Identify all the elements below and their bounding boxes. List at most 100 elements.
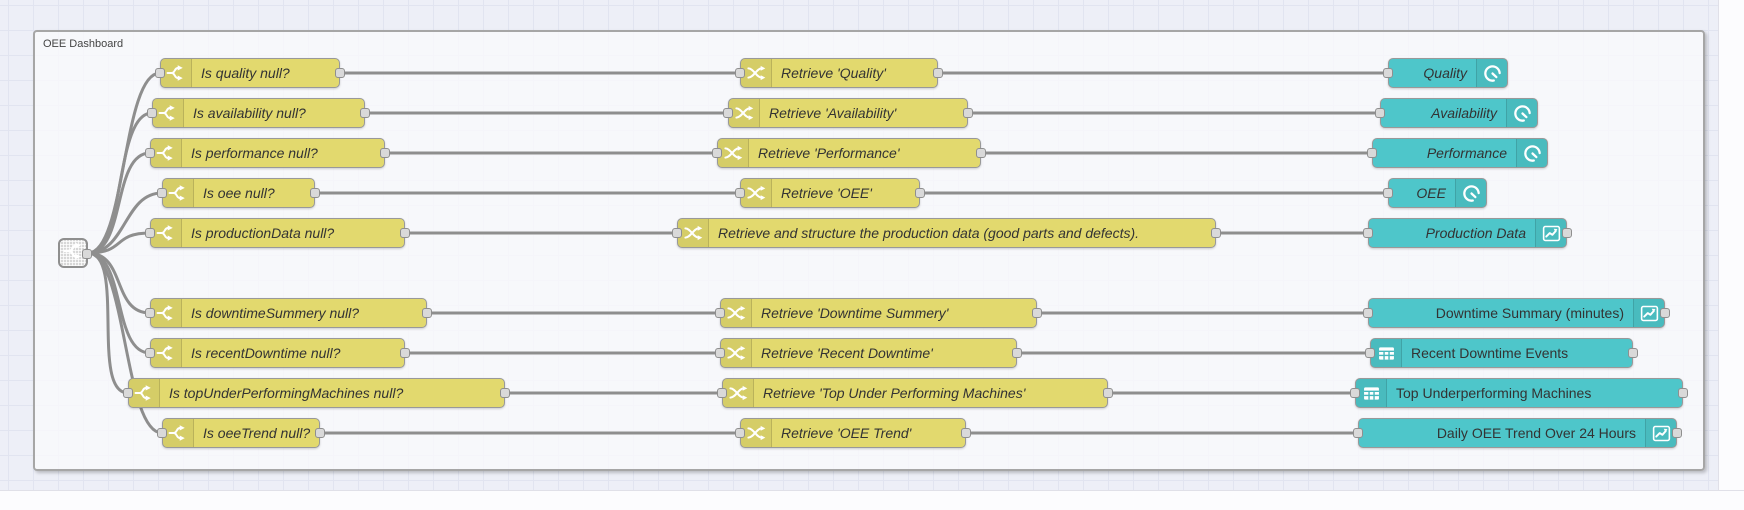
input-port[interactable] bbox=[1350, 388, 1360, 398]
input-port[interactable] bbox=[157, 428, 167, 438]
node-label: Availability bbox=[1431, 105, 1497, 121]
switch-node[interactable]: Is performance null? bbox=[145, 138, 390, 168]
output-port[interactable] bbox=[1672, 428, 1682, 438]
output-port[interactable] bbox=[961, 428, 971, 438]
output-port[interactable] bbox=[360, 108, 370, 118]
output-port[interactable] bbox=[315, 428, 325, 438]
ui-table-node[interactable]: Recent Downtime Events bbox=[1365, 338, 1638, 368]
ui-chart-node[interactable]: Production Data bbox=[1363, 218, 1572, 248]
output-port[interactable] bbox=[1032, 308, 1042, 318]
input-port[interactable] bbox=[712, 148, 722, 158]
node-label: Quality bbox=[1423, 65, 1467, 81]
input-port[interactable] bbox=[735, 188, 745, 198]
split-icon bbox=[61, 239, 85, 268]
node-label: Is performance null? bbox=[191, 145, 318, 161]
shuffle-icon bbox=[723, 379, 754, 407]
input-port[interactable] bbox=[715, 348, 725, 358]
ui-gauge-node[interactable]: OEE bbox=[1383, 178, 1487, 208]
output-port[interactable] bbox=[1628, 348, 1638, 358]
output-port[interactable] bbox=[976, 148, 986, 158]
switch-node[interactable]: Is availability null? bbox=[147, 98, 370, 128]
input-port[interactable] bbox=[715, 308, 725, 318]
switch-node[interactable]: Is downtimeSummery null? bbox=[145, 298, 432, 328]
output-port[interactable] bbox=[400, 228, 410, 238]
input-port[interactable] bbox=[1365, 348, 1375, 358]
change-node[interactable]: Retrieve 'Availability' bbox=[723, 98, 973, 128]
node-label: Is productionData null? bbox=[191, 225, 335, 241]
switch-node[interactable]: Is topUnderPerformingMachines null? bbox=[123, 378, 510, 408]
output-port[interactable] bbox=[963, 108, 973, 118]
shuffle-icon bbox=[741, 59, 772, 87]
output-port[interactable] bbox=[1012, 348, 1022, 358]
junction-node[interactable] bbox=[58, 238, 92, 268]
ui-gauge-node[interactable]: Performance bbox=[1367, 138, 1548, 168]
input-port[interactable] bbox=[147, 108, 157, 118]
input-port[interactable] bbox=[735, 68, 745, 78]
input-port[interactable] bbox=[717, 388, 727, 398]
change-node[interactable]: Retrieve 'OEE Trend' bbox=[735, 418, 971, 448]
change-node[interactable]: Retrieve 'Downtime Summery' bbox=[715, 298, 1042, 328]
output-port[interactable] bbox=[400, 348, 410, 358]
output-port[interactable] bbox=[500, 388, 510, 398]
node-label: Is oee null? bbox=[203, 185, 275, 201]
node-label: Is oeeTrend null? bbox=[203, 425, 311, 441]
fork-icon bbox=[151, 339, 182, 367]
output-port[interactable] bbox=[335, 68, 345, 78]
node-label: Retrieve 'OEE Trend' bbox=[781, 425, 912, 441]
output-port[interactable] bbox=[82, 249, 92, 259]
ui-gauge-node[interactable]: Availability bbox=[1375, 98, 1538, 128]
output-port[interactable] bbox=[1211, 228, 1221, 238]
gauge-icon bbox=[1516, 139, 1547, 167]
input-port[interactable] bbox=[723, 108, 733, 118]
input-port[interactable] bbox=[123, 388, 133, 398]
output-port[interactable] bbox=[310, 188, 320, 198]
output-port[interactable] bbox=[933, 68, 943, 78]
shuffle-icon bbox=[721, 339, 752, 367]
input-port[interactable] bbox=[145, 228, 155, 238]
node-label: Retrieve 'Downtime Summery' bbox=[761, 305, 949, 321]
output-port[interactable] bbox=[1678, 388, 1688, 398]
switch-node[interactable]: Is productionData null? bbox=[145, 218, 410, 248]
change-node[interactable]: Retrieve 'Quality' bbox=[735, 58, 943, 88]
ui-table-node[interactable]: Top Underperforming Machines bbox=[1350, 378, 1688, 408]
input-port[interactable] bbox=[735, 428, 745, 438]
input-port[interactable] bbox=[1363, 228, 1373, 238]
switch-node[interactable]: Is recentDowntime null? bbox=[145, 338, 410, 368]
change-node[interactable]: Retrieve 'OEE' bbox=[735, 178, 925, 208]
change-node[interactable]: Retrieve 'Recent Downtime' bbox=[715, 338, 1022, 368]
node-label: Retrieve 'Performance' bbox=[758, 145, 900, 161]
input-port[interactable] bbox=[1383, 188, 1393, 198]
input-port[interactable] bbox=[1375, 108, 1385, 118]
node-label: Is downtimeSummery null? bbox=[191, 305, 360, 321]
input-port[interactable] bbox=[155, 68, 165, 78]
output-port[interactable] bbox=[1562, 228, 1572, 238]
input-port[interactable] bbox=[672, 228, 682, 238]
output-port[interactable] bbox=[915, 188, 925, 198]
ui-chart-node[interactable]: Downtime Summary (minutes) bbox=[1363, 298, 1670, 328]
node-label: Retrieve and structure the production da… bbox=[718, 225, 1140, 241]
input-port[interactable] bbox=[145, 148, 155, 158]
node-label: Is quality null? bbox=[201, 65, 290, 81]
output-port[interactable] bbox=[1660, 308, 1670, 318]
change-node[interactable]: Retrieve 'Performance' bbox=[712, 138, 986, 168]
input-port[interactable] bbox=[1367, 148, 1377, 158]
output-port[interactable] bbox=[1103, 388, 1113, 398]
line-chart-icon bbox=[1535, 219, 1566, 247]
switch-node[interactable]: Is oeeTrend null? bbox=[157, 418, 325, 448]
switch-node[interactable]: Is quality null? bbox=[155, 58, 345, 88]
input-port[interactable] bbox=[1353, 428, 1363, 438]
input-port[interactable] bbox=[1383, 68, 1393, 78]
ui-chart-node[interactable]: Daily OEE Trend Over 24 Hours bbox=[1353, 418, 1682, 448]
input-port[interactable] bbox=[1363, 308, 1373, 318]
input-port[interactable] bbox=[145, 348, 155, 358]
output-port[interactable] bbox=[422, 308, 432, 318]
shuffle-icon bbox=[741, 419, 772, 447]
node-label: Retrieve 'Top Under Performing Machines' bbox=[763, 385, 1026, 401]
switch-node[interactable]: Is oee null? bbox=[157, 178, 320, 208]
input-port[interactable] bbox=[145, 308, 155, 318]
change-node[interactable]: Retrieve 'Top Under Performing Machines' bbox=[717, 378, 1113, 408]
output-port[interactable] bbox=[380, 148, 390, 158]
input-port[interactable] bbox=[157, 188, 167, 198]
change-node[interactable]: Retrieve and structure the production da… bbox=[672, 218, 1221, 248]
ui-gauge-node[interactable]: Quality bbox=[1383, 58, 1508, 88]
